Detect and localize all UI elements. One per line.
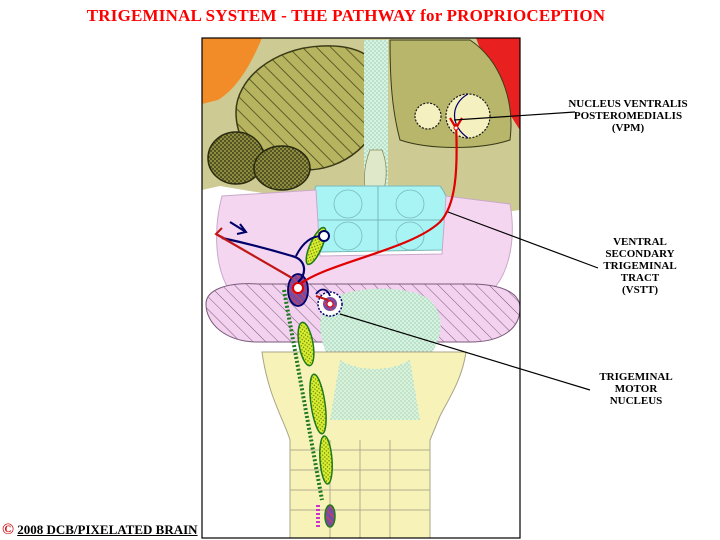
spinal-nucleus-2 xyxy=(309,373,327,435)
vpm-small-circle xyxy=(414,102,442,130)
trigeminal-region xyxy=(320,288,441,360)
label-motor-line-3: NUCLEUS xyxy=(609,395,663,407)
diagram-frame xyxy=(201,37,521,539)
spinal-nucleus-1 xyxy=(297,321,315,367)
afferent-fibre xyxy=(221,236,306,283)
bottom-nucleus xyxy=(324,504,336,528)
vstt-pathway xyxy=(299,123,458,285)
vpm-large-circle xyxy=(445,93,491,139)
label-vpm-line-3: (VPM) xyxy=(611,122,645,134)
label-vstt-line-4: TRACT xyxy=(620,272,660,284)
label-motor-line-2: MOTOR xyxy=(614,383,658,395)
dotted-nucleus-right xyxy=(253,145,311,191)
copyright-text: 2008 DCB/PIXELATED BRAIN xyxy=(17,522,198,537)
label-vstt-line-1: VENTRAL xyxy=(613,236,667,248)
diagram-title: TRIGEMINAL SYSTEM - THE PATHWAY for PROP… xyxy=(86,6,606,25)
label-vstt-line-2: SECONDARY xyxy=(605,248,675,260)
copyright-notice: © 2008 DCB/PIXELATED BRAIN xyxy=(2,521,198,539)
label-motor-line-1: TRIGEMINAL xyxy=(599,371,673,383)
label-vpm-line-1: NUCLEUS VENTRALIS xyxy=(568,98,688,110)
cyan-block xyxy=(310,185,450,253)
label-vstt-line-3: TRIGEMINAL xyxy=(603,260,677,272)
leader-line-vpm xyxy=(453,111,576,121)
label-vpm-line-2: POSTEROMEDIALIS xyxy=(573,110,683,122)
label-vstt: VENTRAL SECONDARY TRIGEMINAL TRACT (VSTT… xyxy=(590,236,690,296)
spinal-nucleus-3 xyxy=(319,435,333,485)
spinal-tract-dashed xyxy=(282,289,324,501)
anatomy-layer xyxy=(202,38,520,538)
leader-line-vstt xyxy=(447,211,599,269)
efferent-fibre xyxy=(215,233,293,279)
label-motor-nucleus: TRIGEMINAL MOTOR NUCLEUS xyxy=(586,371,686,407)
label-vstt-line-5: (VSTT) xyxy=(621,284,659,296)
label-vpm: NUCLEUS VENTRALIS POSTEROMEDIALIS (VPM) xyxy=(568,98,688,134)
orange-structure xyxy=(202,38,262,104)
leader-line-motor xyxy=(339,313,591,391)
copyright-icon: © xyxy=(2,521,14,538)
